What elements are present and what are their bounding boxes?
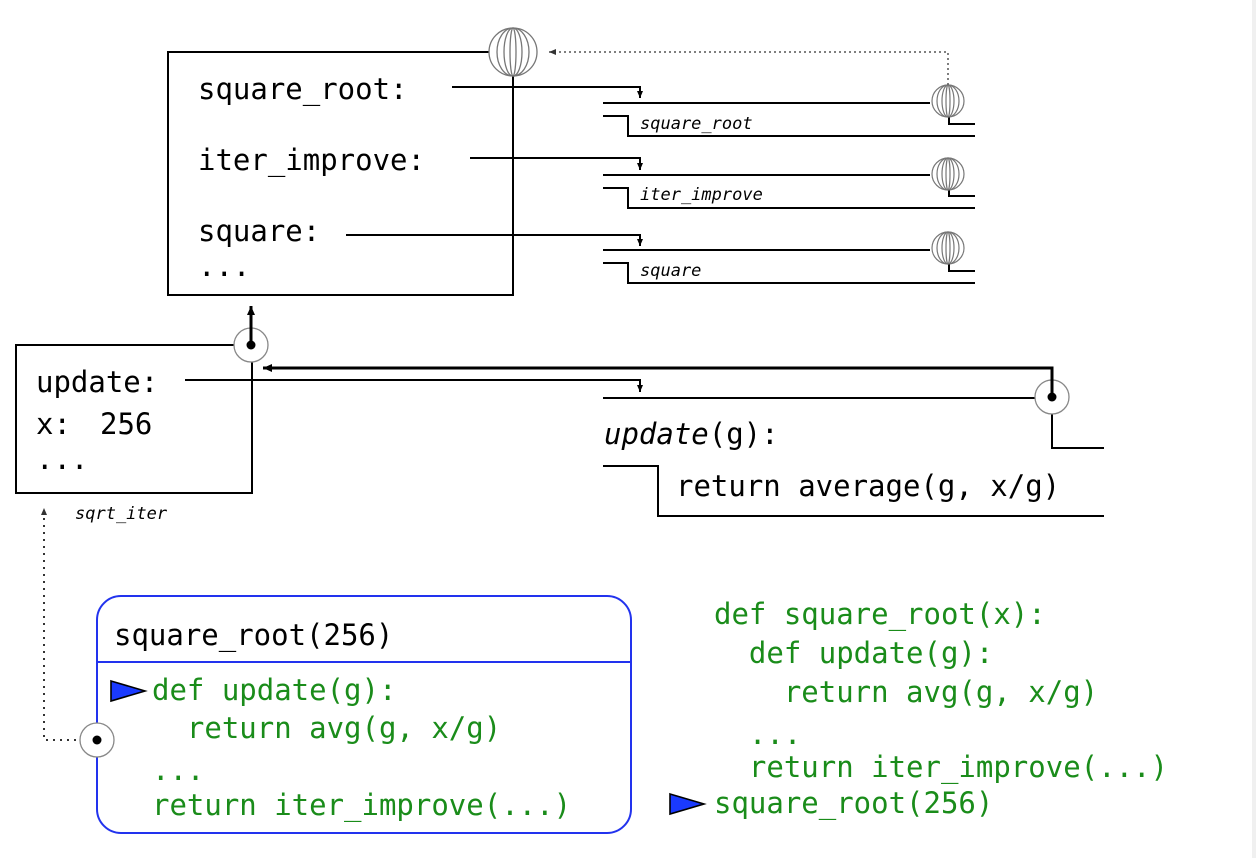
page-scrollbar[interactable]	[1252, 0, 1256, 858]
arrow-update	[185, 379, 643, 392]
update-body: return average(g, x/g)	[676, 469, 1060, 503]
dotted-parent-pointer-global	[549, 49, 949, 85]
sqrt-iter-binding-update: update:	[36, 365, 158, 399]
call-box-line-2: return avg(g, x/g)	[152, 711, 501, 745]
code-line-4: ...	[714, 717, 801, 751]
globe-icon-square	[931, 231, 965, 265]
global-ellipsis: ...	[198, 249, 250, 283]
globe-icon-iter-improve	[931, 157, 965, 191]
frame-parent-pointer	[233, 306, 269, 363]
code-line-2: def update(g):	[714, 636, 993, 670]
fn-object-square-label: square	[640, 261, 701, 281]
sqrt-iter-label: sqrt_iter	[75, 504, 168, 524]
code-line-5: return iter_improve(...)	[714, 750, 1168, 785]
binding-arrows	[346, 86, 643, 246]
code-line-1: def square_root(x):	[714, 597, 1046, 632]
sqrt-iter-frame	[15, 344, 253, 494]
fn-object-iter-improve-label: iter_improve	[640, 185, 763, 205]
globe-icon-large	[488, 27, 538, 77]
sqrt-iter-value-x: 256	[100, 407, 152, 441]
call-frame-pointer	[41, 508, 115, 758]
global-binding-square: square:	[198, 214, 320, 248]
global-frame	[167, 51, 514, 296]
call-box-line-4: return iter_improve(...)	[152, 788, 571, 823]
sqrt-iter-ellipsis: ...	[36, 442, 88, 476]
call-box-pointer-icon	[110, 679, 148, 703]
arrow-iter-improve	[470, 157, 643, 170]
code-pointer-icon	[669, 792, 707, 816]
global-binding-iter-improve: iter_improve:	[198, 143, 425, 178]
code-line-6: square_root(256)	[714, 786, 993, 821]
call-box	[96, 595, 632, 834]
globe-icon-square-root	[931, 84, 965, 118]
arrow-square	[346, 234, 643, 246]
update-signature-name: update	[604, 417, 709, 451]
update-parent-pointer	[263, 364, 1070, 415]
global-binding-square-root: square_root:	[198, 72, 408, 107]
fn-object-square-root-label: square_root	[640, 114, 753, 134]
call-box-line-3: ...	[152, 753, 204, 787]
update-signature: update(g):	[604, 417, 779, 451]
code-line-3: return avg(g, x/g)	[714, 675, 1098, 709]
call-box-line-1: def update(g):	[152, 673, 396, 707]
sqrt-iter-binding-x: x:	[36, 407, 71, 441]
update-signature-rest: (g):	[709, 417, 779, 451]
fn-object-update	[603, 397, 1104, 517]
arrow-square-root	[452, 86, 643, 98]
call-box-title: square_root(256)	[114, 618, 393, 653]
